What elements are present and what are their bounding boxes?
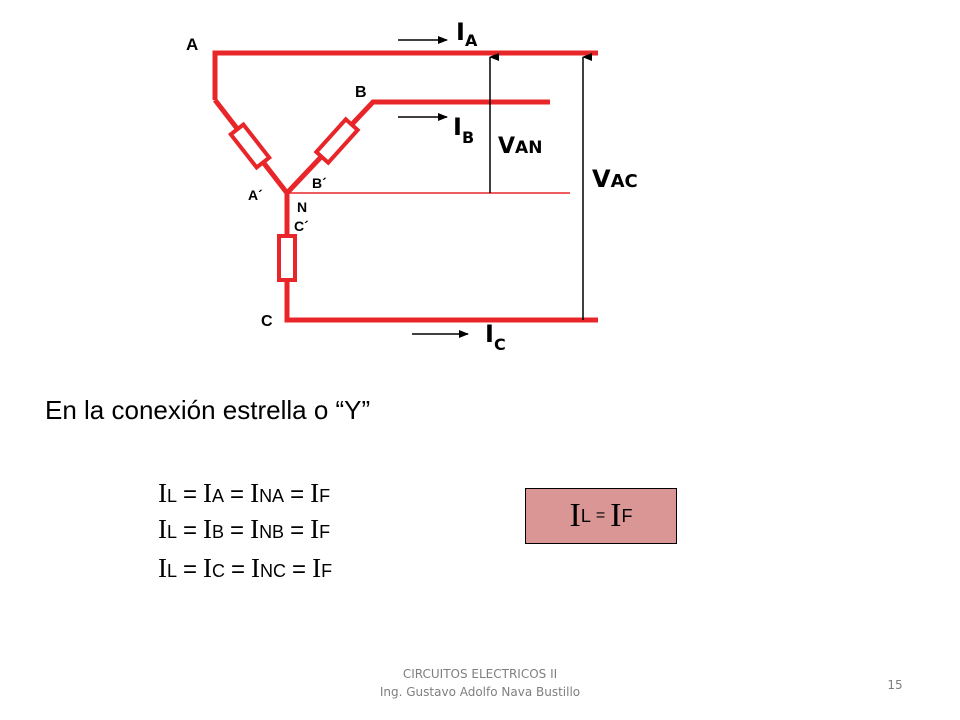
result-equals: = [595, 507, 606, 524]
current-symbol: I [250, 478, 260, 508]
current-symbol: I [203, 478, 213, 508]
equals-sign: = [183, 481, 198, 508]
equals-sign: = [292, 556, 307, 583]
current-subscript: F [319, 486, 331, 506]
current-subscript: F [321, 561, 333, 581]
current-symbol: I [158, 514, 167, 544]
result-left-main: I [569, 497, 581, 534]
current-symbol: I [312, 553, 322, 583]
node-a-prime-label: A´ [248, 187, 263, 203]
line-b-wire [285, 99, 550, 195]
current-symbol: I [251, 553, 261, 583]
equals-sign: = [290, 517, 305, 544]
equals-sign: = [231, 556, 246, 583]
current-symbol: I [203, 553, 213, 583]
phase-c-impedance [277, 234, 297, 282]
current-subscript: B [212, 522, 225, 542]
current-symbol: I [250, 514, 260, 544]
page-number: 15 [887, 678, 903, 692]
current-symbol: I [310, 478, 320, 508]
current-ib-label: IB [453, 113, 474, 147]
current-subscript: L [167, 561, 178, 581]
node-n-label: N [297, 199, 307, 215]
voltage-vac-label: VAC [592, 165, 638, 193]
node-c-prime-label: C´ [294, 218, 309, 234]
current-subscript: NA [259, 486, 285, 506]
node-a-label: A [186, 35, 198, 54]
equals-sign: = [183, 556, 198, 583]
phase-b-impedance [313, 116, 361, 166]
current-ia-label: IA [456, 18, 478, 50]
equals-sign: = [230, 481, 245, 508]
equation-line-a: IL=IA=INA=IF [158, 478, 330, 509]
phase-a-branch [213, 98, 289, 195]
current-subscript: C [212, 561, 226, 581]
footer-author: Ing. Gustavo Adolfo Nava Bustillo [379, 685, 581, 699]
current-subscript: NC [260, 561, 287, 581]
equation-line-b: IL=IB=INB=IF [158, 514, 330, 545]
result-right-main: I [610, 497, 622, 534]
current-symbol: I [158, 478, 167, 508]
line-a-wire [212, 50, 598, 100]
footer-course: CIRCUITOS ELECTRICOS II [402, 667, 558, 681]
current-symbol: I [158, 553, 167, 583]
current-symbol: I [310, 514, 320, 544]
current-subscript: NB [259, 522, 285, 542]
phase-c-branch [277, 193, 598, 323]
equals-sign: = [290, 481, 305, 508]
node-b-label: B [355, 84, 367, 101]
phase-a-impedance [227, 121, 273, 171]
current-ic-label: IC [485, 320, 506, 354]
current-subscript: L [167, 522, 178, 542]
equals-sign: = [183, 517, 198, 544]
node-b-prime-label: B´ [312, 175, 327, 191]
current-subscript: L [167, 486, 178, 506]
voltage-van-label: VAN [498, 134, 542, 159]
footer: CIRCUITOS ELECTRICOS II Ing. Gustavo Ado… [330, 665, 630, 701]
current-subscript: A [212, 486, 225, 506]
current-subscript: F [319, 522, 331, 542]
result-right-sub: F [621, 505, 633, 526]
equals-sign: = [230, 517, 245, 544]
wye-circuit-diagram: A B C A´ B´ N C´ IA IB IC VAN VAC [186, 18, 638, 354]
current-symbol: I [203, 514, 213, 544]
intro-text: En la conexión estrella o “Y” [45, 395, 371, 425]
node-c-label: C [261, 313, 273, 330]
equation-line-c: IL=IC=INC=IF [158, 553, 332, 584]
result-left-sub: L [580, 505, 591, 526]
